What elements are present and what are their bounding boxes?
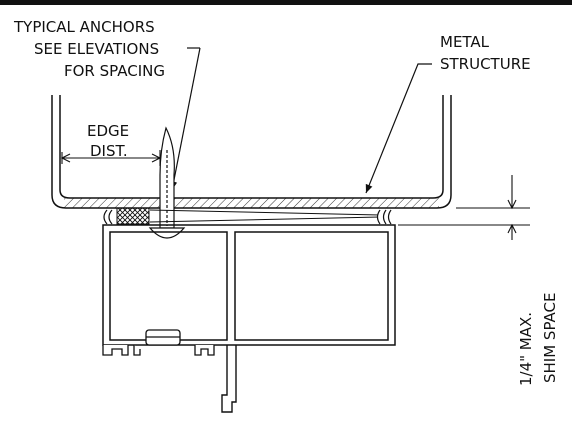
metal-structure-label-line1: METAL	[440, 33, 490, 51]
edge-dist-label-line2: DIST.	[90, 142, 128, 160]
glazing-gasket	[145, 329, 181, 346]
shim-label-line1: 1/4" MAX.	[517, 312, 535, 386]
metal-structure-hatch	[64, 198, 439, 208]
frame-bottom-teeth	[102, 345, 215, 356]
anchors-label-line1: TYPICAL ANCHORS	[13, 18, 155, 36]
shim-label-line2: SHIM SPACE	[541, 293, 559, 384]
frame-stem	[221, 345, 237, 413]
shim-wedge	[149, 209, 381, 223]
anchors-label-line2: SEE ELEVATIONS	[34, 40, 159, 58]
edge-dist-dimension	[60, 150, 162, 166]
top-border	[0, 0, 572, 5]
edge-dist-label-line1: EDGE	[87, 122, 129, 140]
anchor-screw	[148, 126, 186, 239]
left-sealant	[103, 209, 113, 225]
right-sealant	[376, 209, 392, 225]
shim-dimension	[398, 175, 530, 240]
anchors-leader	[170, 47, 201, 191]
backer-rod-crosshatch	[116, 207, 150, 225]
metal-structure-leader	[365, 63, 432, 194]
window-frame	[102, 224, 396, 346]
anchors-label-line3: FOR SPACING	[64, 62, 165, 80]
metal-structure-label-line2: STRUCTURE	[440, 55, 531, 73]
